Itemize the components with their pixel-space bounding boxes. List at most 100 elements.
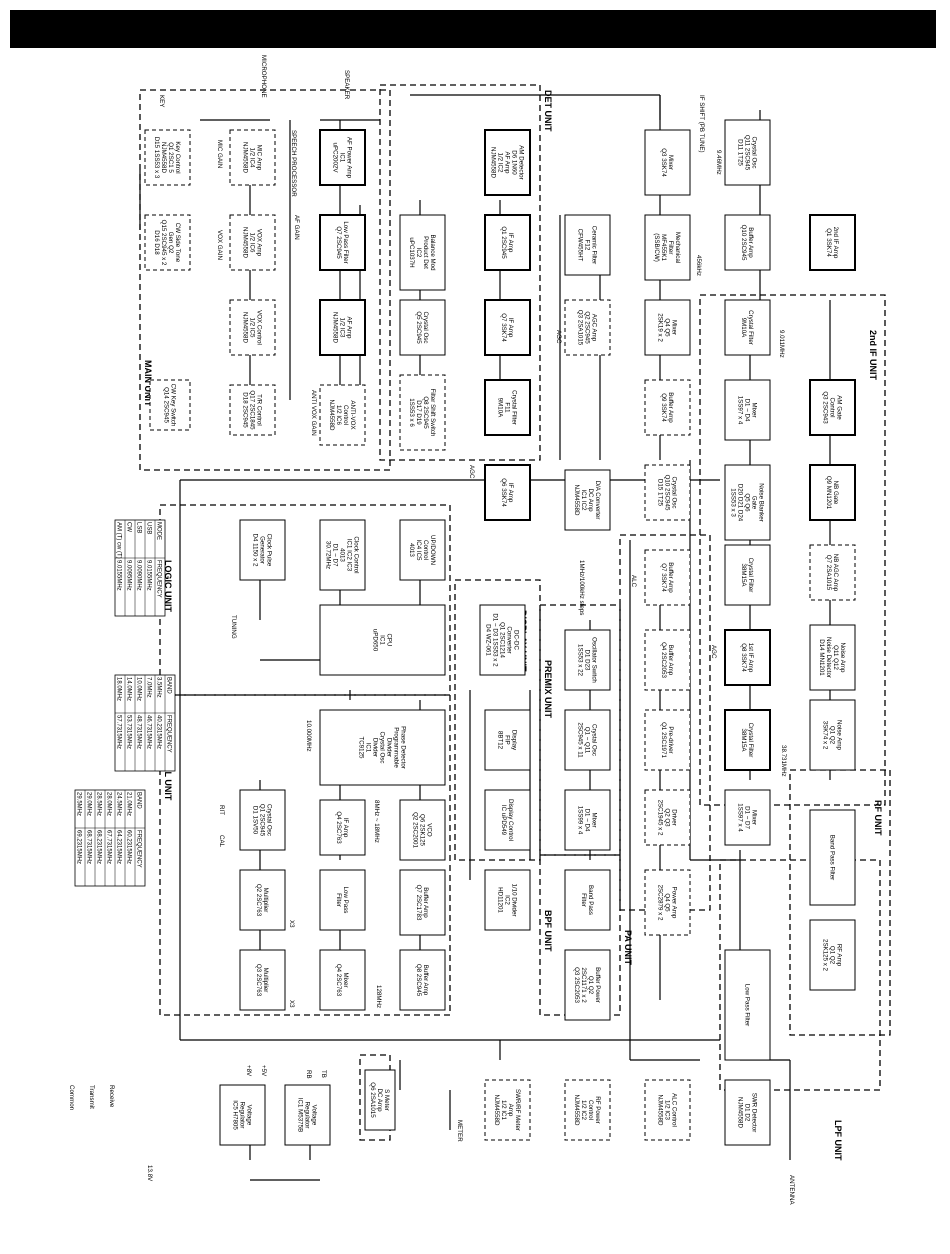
block-nb-blank: Noise BlankerGateQ5 Q6D20 D21 D241SS53 x…	[724, 464, 771, 541]
table-cell: 28.0MHz	[106, 792, 112, 816]
block-vco: VCOQ6 2SK125Q2 2SC2001	[399, 799, 446, 861]
table-cell: 48.7315MHz	[136, 715, 142, 749]
block-mixer-premix: MixerD1 ~ D41SS99 x 4	[564, 789, 611, 851]
block-label: Display ControlIC uPD549	[500, 799, 514, 841]
block-label: MIC Amp1/2 IC4NJM4558D	[242, 142, 263, 173]
block-mult-q3: MultiplierQ3 2SC763	[239, 949, 286, 1011]
block-mixer-rf: MixerD1 ~ D71SS97 x 4	[724, 789, 771, 846]
table-cell: 29.0MHz	[86, 792, 92, 816]
label-receive: Receive	[108, 1085, 115, 1108]
block-label: SWR/RF MeterAmp1/2 IC1NJM4558D	[493, 1089, 521, 1131]
header-bar	[10, 10, 936, 48]
block-label: D/A ConverterDC AmpIC1 IC2NJM4558D	[573, 481, 601, 520]
label-transmit: Transmit	[88, 1085, 95, 1109]
block-xfilt-38a: Crystal Filter38M15A	[724, 544, 771, 606]
unit-label-det: DET UNIT	[543, 90, 553, 132]
block-xosc-q11: Crystal OscQ11 2SC945D11 1T25	[724, 119, 771, 186]
unit-boundary-if2	[699, 294, 886, 806]
block-label: CPUIC1uPD650	[372, 629, 393, 652]
block-label: DC-DCConverterQ1 2SC1214D1 ~ D3 1SS53 x …	[485, 613, 520, 667]
block-label: 2nd IF AmpQ1 3SK74	[825, 227, 839, 259]
block-label: MixerQ4 Q52SK19 x 2	[657, 313, 678, 342]
block-label: CW Side ToneGen Q2Q15 2SC945 x 2D16 D18	[153, 220, 181, 266]
block-label: Balance ModProduct DetIC2uPC1037H	[408, 234, 436, 271]
label-xtal1: 9.46MHz	[715, 150, 722, 175]
block-vreg1: VoltageRegulatorIC1 M5375B	[284, 1084, 331, 1146]
block-label: MixerQ4 2SC763	[335, 964, 349, 997]
block-cw-key: CW Key SwitchQ14 2SC945	[149, 379, 191, 431]
block-band-pass: Band PassFilter	[564, 869, 611, 931]
block-label: Crystal OscQ1 2SC945D1 1SV50	[252, 804, 273, 837]
block-buf-q7: Buffer AmpQ7 3SK74	[644, 549, 691, 606]
block-label: Clock PulseGeneratorD4 1150 x 2	[252, 534, 273, 567]
block-clock-ctrl: Clock ControlIC1 IC2 IC34013D1 ~ D730.72…	[319, 519, 366, 591]
block-display-blk: DisplayFIP8BT12	[484, 709, 531, 771]
block-label: Filter Shift SwitchQ8 2SC945D17 D191SS53…	[408, 389, 436, 437]
label-alc: ALC	[630, 575, 637, 588]
block-clock-pulse: Clock PulseGeneratorD4 1150 x 2	[239, 519, 286, 581]
block-swr-det: SWR DetectorD1 D2NJM4558D	[724, 1079, 771, 1146]
label-speech-processor: SPEECH PROCESSOR	[290, 130, 297, 197]
table-header: FREQUENCY	[166, 715, 172, 753]
block-label: Power AmpQ4 Q52SC2879 x 2	[657, 885, 678, 921]
block-cw-side: CW Side ToneGen Q2Q15 2SC945 x 2D16 D18	[144, 214, 191, 271]
block-label: SWR DetectorD1 D2NJM4558D	[737, 1093, 758, 1133]
block-power-amp: Power AmpQ4 Q52SC2879 x 2	[644, 869, 691, 936]
block-lpf-pll: Low PassFilter	[319, 869, 366, 931]
block-label: Pre-driverQ1 2SC1971	[660, 722, 674, 758]
block-agc-amp: AGC AmpQ2 2SC945Q3 2SA1015	[564, 299, 611, 356]
block-osc-sw: Oscillator SwitchD1 D231SS53 x 22	[564, 629, 611, 691]
block-filt-sw: Filter Shift SwitchQ8 2SC945D17 D191SS53…	[399, 374, 446, 451]
block-af-amp: AF Amp1/2 IC3NJM4558D	[319, 299, 366, 356]
table-mode: MODEFREQUENCYUSB9.0155MHzLSB9.0090MHzCW9…	[114, 519, 166, 617]
block-mixer-d1: MixerD1 ~ D41SS97 x 4	[724, 379, 771, 441]
block-label: S MeterDC AmpQ6 2SA1015	[369, 1082, 390, 1118]
label-tb: TB	[320, 1070, 327, 1078]
block-label: Buffer AmpQ9 3SK74	[660, 392, 674, 423]
block-label: T/R ControlQ17 2SC1845D18 2SC945	[242, 390, 263, 430]
table-cell: AM (T) cw (T)	[116, 522, 122, 559]
frequency-tables: MODEFREQUENCYUSB9.0155MHzLSB9.0090MHzCW9…	[74, 519, 176, 887]
label-vox-gain: VOX GAIN	[216, 230, 223, 260]
block-xosc-premix: Crystal OscQ1 ~ Q112SC945 x 11	[564, 709, 611, 771]
label-plus8v: +8V	[245, 1065, 252, 1077]
block-label: Noise AmpQ11 Q12Noise DetectorD14 MN1201	[818, 637, 846, 678]
block-label: MultiplierQ3 2SC763	[255, 964, 269, 997]
block-updown: UP/DOWNControlIC4 IC54013	[399, 519, 446, 581]
block-label: MixerD1 ~ D41SS97 x 4	[737, 396, 758, 425]
block-label: IF AmpQ6 3SK74	[500, 478, 514, 507]
block-vox-ctrl: VOX Control1/2 IC5NJM4558D	[229, 299, 276, 356]
label-f128: 128MHz	[375, 985, 382, 1008]
label-f38: 38.731MHz	[780, 745, 787, 777]
table-cell: 68.7315MHz	[86, 830, 92, 864]
block-driver: DriverQ2 Q32SC1945 x 2	[644, 789, 691, 846]
block-label: Crystal OscQ5 2SC945	[415, 311, 429, 344]
table-cell: 9.0090MHz	[136, 560, 142, 591]
block-buf-q7p: Buffer AmpQ7 2SC1783	[399, 869, 446, 936]
unit-label-pa: PA UNIT	[623, 930, 633, 966]
table-cell: 3.5MHz	[156, 677, 162, 698]
block-noise-amp: Noise AmpQ11 Q12Noise DetectorD14 MN1201	[809, 624, 856, 691]
block-agate: AM GateControlQ3 2SC943	[809, 379, 856, 436]
block-xfilt-38b: Crystal Filter38M15A	[724, 709, 771, 771]
unit-label-main: MAIN UNIT	[143, 360, 153, 407]
unit-label-bpf: BPF UNIT	[543, 910, 553, 952]
block-predriver: Pre-driverQ1 2SC1971	[644, 709, 691, 771]
block-nbgate: NB GateQ9 MN1201	[809, 464, 856, 521]
block-mult-q2: MultiplierQ2 2SC763	[239, 869, 286, 931]
label-agc3: AGC	[710, 645, 717, 659]
block-label: VoltageRegulatorIC5 H7805	[232, 1100, 253, 1130]
label-af-gain: AF GAIN	[293, 215, 300, 240]
table-cell: 21.0MHz	[126, 792, 132, 816]
block-label: Clock ControlIC1 IC2 IC34013D1 ~ D730.72…	[325, 536, 360, 573]
label-f456: 456kHz	[695, 255, 702, 276]
label-antenna: ANTENNA	[788, 1175, 795, 1205]
table-cell: 10.0MHz	[136, 677, 142, 701]
block-mixer-q3: MixerQ3 3SK74	[644, 129, 691, 196]
block-noise-amp2: Noise AmpQ1 Q23SK74 x 2	[809, 699, 856, 771]
label-speaker: SPEAKER	[343, 70, 350, 100]
block-tr-ctrl: T/R ControlQ17 2SC1845D18 2SC945	[229, 384, 276, 436]
block-buf-q9: Buffer AmpQ9 3SK74	[644, 379, 691, 436]
block-label: Buffer AmpQ10 2SC945	[740, 225, 754, 261]
unit-boundary-main	[139, 89, 391, 471]
